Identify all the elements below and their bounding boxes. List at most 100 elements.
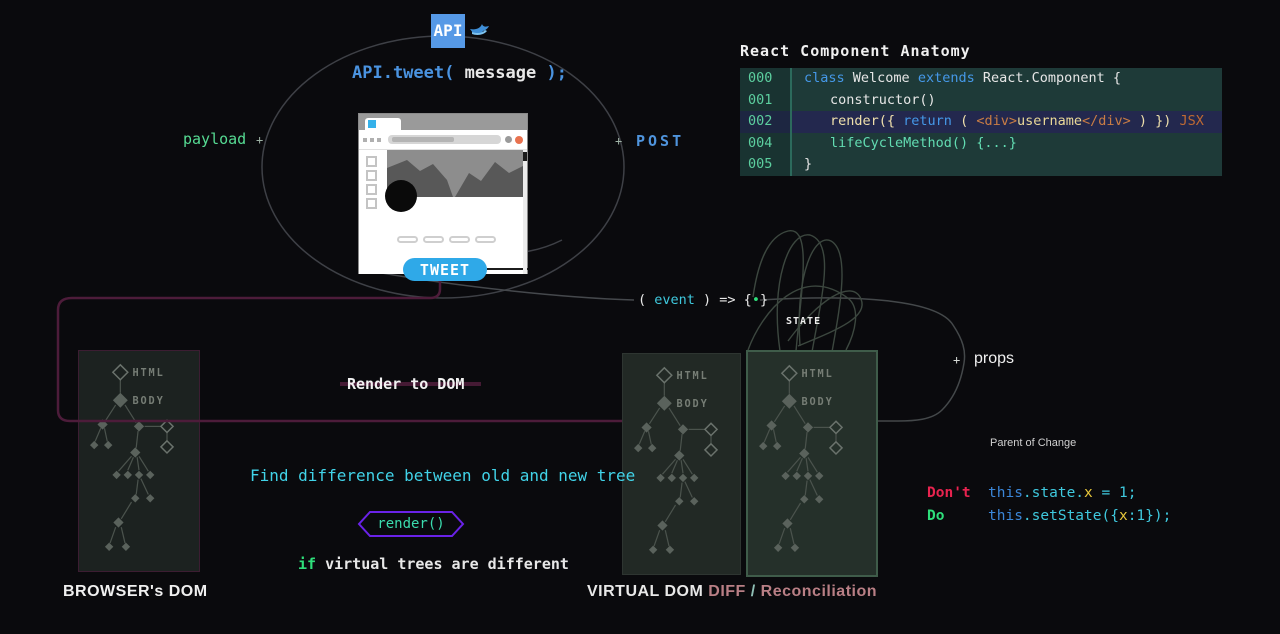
parent-of-change-label: Parent of Change: [990, 437, 1077, 449]
props-label: props: [974, 350, 1015, 367]
text-segment: virtual trees are different: [316, 555, 569, 573]
text-segment: lifeCycleMethod() {...}: [830, 134, 1017, 151]
render-fn-label: render(): [377, 516, 445, 532]
code-line-text: }: [792, 154, 812, 176]
checkbox-outline: [366, 170, 377, 181]
menu-dot-icon: [370, 137, 374, 142]
text-segment: •: [751, 292, 760, 308]
api-badge: API: [431, 14, 465, 48]
virtual-dom-tree-old: [633, 367, 718, 555]
text-segment: 1;: [1118, 485, 1137, 501]
menu-dot-icon: [377, 137, 381, 142]
text-segment: event: [654, 292, 695, 308]
dont-code: this.state.x = 1;: [988, 485, 1136, 501]
text-segment: x: [1084, 485, 1093, 501]
text-segment: Reconciliation: [760, 583, 878, 600]
text-segment: username: [1016, 113, 1082, 129]
text-segment: <div>: [976, 113, 1017, 129]
text-segment: React.Component {: [982, 70, 1122, 86]
if-different-label: if virtual trees are different: [298, 555, 569, 573]
text-segment: API.tweet(: [352, 63, 455, 83]
text-segment: Welcome: [852, 70, 918, 86]
text-segment: extends: [917, 70, 983, 86]
do-row: Do this.setState({x:1});: [927, 508, 1171, 524]
scrollbar[interactable]: [523, 150, 527, 274]
code-panel-title: React Component Anatomy: [740, 42, 971, 60]
text-segment: );: [546, 63, 567, 83]
text-segment: DIFF: [708, 583, 746, 600]
text-segment: return: [903, 113, 961, 129]
window-button-close: [515, 135, 523, 144]
payload-label: payload: [183, 130, 247, 148]
menu-dot-icon: [363, 137, 367, 142]
checkbox-outline: [366, 198, 377, 209]
render-to-dom-label: Render to DOM: [347, 375, 465, 393]
post-marker: +: [615, 134, 623, 148]
text-segment: constructor(): [830, 91, 936, 108]
do-label: Do: [927, 508, 945, 524]
virtual-dom-tree-new: [758, 365, 843, 553]
virtual-dom-caption: VIRTUAL DOM DIFF / Reconciliation: [587, 583, 877, 601]
pill-outline: [397, 236, 418, 243]
line-number: 001: [740, 89, 792, 111]
line-number: 005: [740, 154, 792, 176]
pill-row: [397, 236, 501, 243]
code-line-text: lifeCycleMethod() {...}: [792, 133, 1017, 155]
post-label: POST: [636, 132, 685, 150]
text-segment: this: [988, 485, 1023, 501]
dont-label: Don't: [927, 485, 971, 501]
text-segment: if: [298, 555, 317, 573]
props-marker: +: [953, 353, 961, 367]
virtual-dom-panel-new: [746, 350, 878, 577]
line-number: 002: [740, 111, 792, 133]
browser-window: TWEET: [358, 113, 528, 281]
payload-marker: +: [256, 133, 264, 147]
sidebar-checkboxes: [366, 156, 377, 212]
code-row: 001 constructor(): [740, 89, 1222, 112]
text-segment: /: [745, 583, 761, 600]
text-segment: ) => {: [694, 292, 752, 308]
pill-outline: [475, 236, 496, 243]
text-segment: =: [1092, 485, 1119, 501]
dont-row: Don't this.state.x = 1;: [927, 485, 1136, 501]
code-line-text: render({ return ( <div>username</div> ) …: [792, 111, 1204, 133]
text-segment: ) }): [1130, 113, 1172, 129]
text-segment: .state.: [1022, 485, 1085, 501]
text-segment: class: [804, 70, 853, 86]
browser-titlebar: [359, 114, 527, 130]
event-handler-label: ( event ) => {•}: [638, 292, 768, 308]
favicon-square: [368, 120, 376, 128]
code-row: 005}: [740, 154, 1222, 176]
find-difference-label: Find difference between old and new tree: [250, 466, 636, 485]
text-segment: }: [804, 156, 813, 172]
api-call-label: API.tweet( message );: [352, 63, 567, 83]
pill-outline: [423, 236, 444, 243]
text-segment: render({: [830, 113, 904, 129]
blurred-url: [392, 137, 455, 142]
render-hexagon: render(): [357, 511, 465, 537]
code-line-text: constructor(): [792, 90, 936, 112]
browser-dom-tree: [89, 364, 174, 552]
virtual-dom-panel-old: [622, 353, 741, 575]
avatar-circle: [385, 180, 417, 212]
text-segment: this: [988, 508, 1023, 524]
text-segment: :1});: [1127, 508, 1172, 524]
tweet-tail-line: [487, 268, 528, 270]
text-segment: x: [1118, 508, 1128, 524]
pill-outline: [449, 236, 470, 243]
address-bar: [388, 135, 501, 144]
checkbox-outline: [366, 156, 377, 167]
tweet-button[interactable]: TWEET: [403, 258, 487, 281]
scrollbar-thumb[interactable]: [523, 152, 527, 161]
browser-toolbar: [359, 130, 527, 150]
browser-dom-caption: BROWSER's DOM: [63, 583, 208, 600]
text-segment: }: [759, 292, 769, 308]
text-segment: JSX: [1171, 113, 1204, 129]
checkbox-outline: [366, 184, 377, 195]
text-segment: (: [638, 292, 655, 308]
